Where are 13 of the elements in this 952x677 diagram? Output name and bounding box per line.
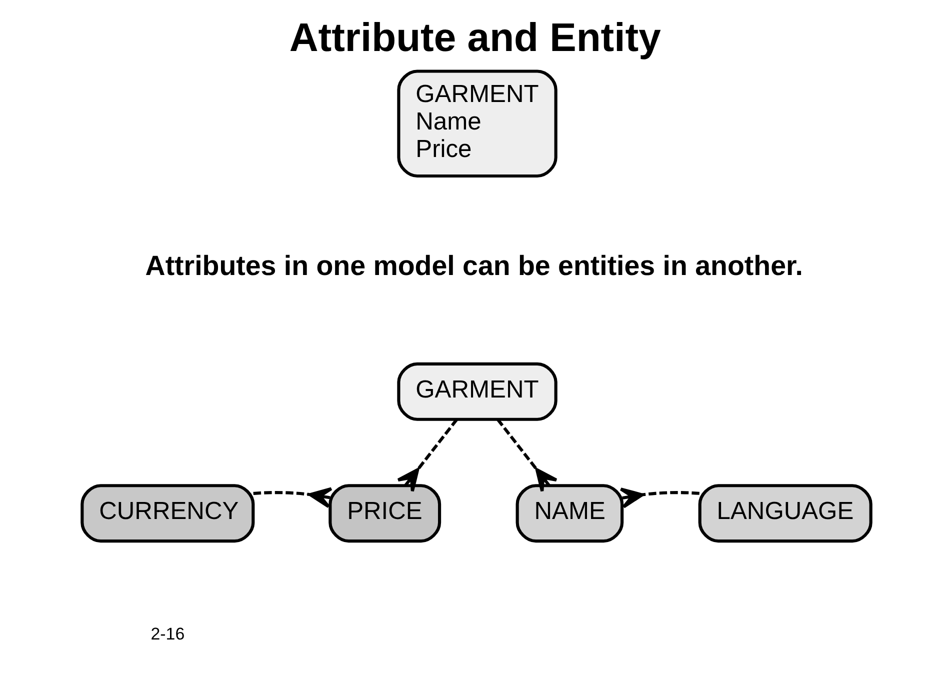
connector bbox=[496, 418, 558, 493]
node-box: CURRENCY bbox=[80, 484, 254, 543]
connector bbox=[252, 487, 332, 508]
node-box: GARMENT Name Price bbox=[396, 70, 557, 178]
node-box: NAME bbox=[515, 484, 624, 543]
connector bbox=[618, 488, 699, 508]
node-box: PRICE bbox=[328, 484, 441, 543]
node-box: GARMENT bbox=[396, 362, 557, 421]
label: 2-16 bbox=[150, 624, 184, 644]
diagram-title: Attribute and Entity bbox=[288, 16, 660, 60]
node-box: LANGUAGE bbox=[698, 484, 872, 543]
label: Attributes in one model can be entities in another. bbox=[144, 250, 802, 282]
connector bbox=[396, 418, 458, 493]
